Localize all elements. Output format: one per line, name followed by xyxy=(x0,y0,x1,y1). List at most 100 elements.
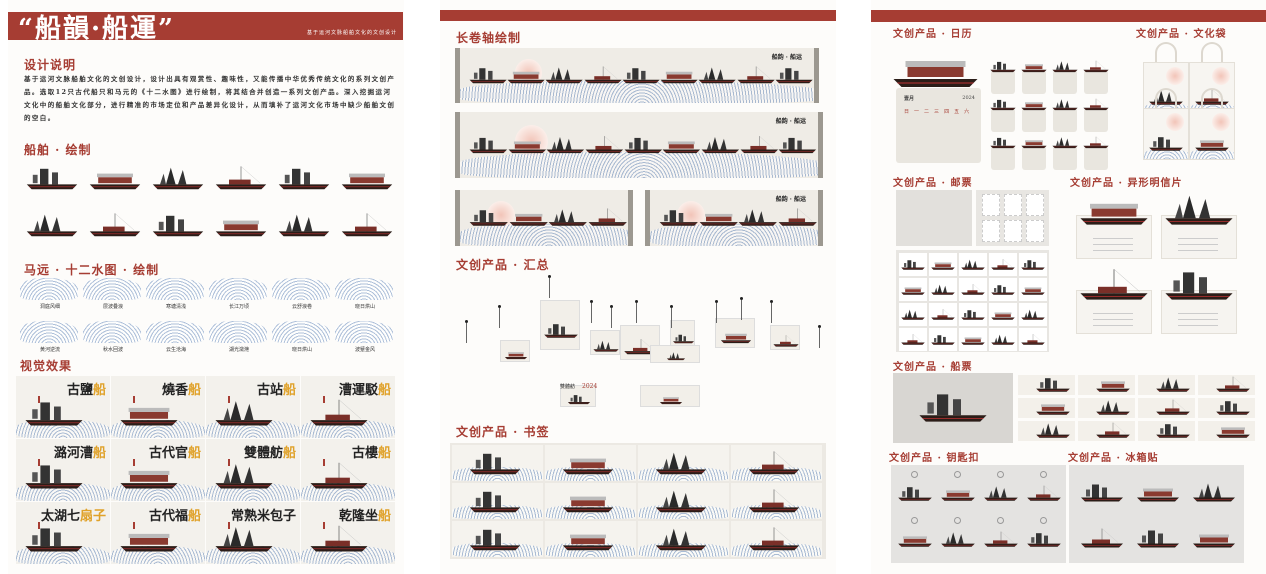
boat-illustration xyxy=(1152,375,1194,395)
design-heading: 设计说明 xyxy=(24,58,77,72)
wave-pattern xyxy=(20,321,78,343)
mini-calendar xyxy=(991,70,1015,94)
postcard-heading: 文创产品 · 异形明信片 xyxy=(1070,178,1183,189)
stamp xyxy=(1019,278,1047,301)
wave-label: 黄河逆流 xyxy=(39,347,60,353)
boat-illustration xyxy=(913,383,993,433)
address-line xyxy=(1178,250,1218,251)
address-line xyxy=(1093,319,1133,320)
seal-mark xyxy=(228,396,230,403)
boat-illustration xyxy=(1081,58,1111,76)
boat-illustration xyxy=(671,330,694,348)
red-sun xyxy=(1166,113,1184,131)
boat-illustration xyxy=(1019,330,1047,350)
boat-illustration xyxy=(1081,134,1111,152)
boat-illustration xyxy=(1212,375,1254,395)
boat-illustration xyxy=(959,280,987,300)
boat-illustration xyxy=(1092,375,1134,395)
red-sun xyxy=(1166,67,1184,85)
stamp xyxy=(959,328,987,351)
boat-illustration xyxy=(460,525,530,555)
stamp xyxy=(1019,253,1047,276)
boat-name-suffix: 船 xyxy=(282,383,296,398)
product-item xyxy=(560,385,596,407)
boat-illustration xyxy=(899,330,927,350)
wave-pattern xyxy=(83,321,141,343)
address-line xyxy=(1093,238,1133,239)
key-ring xyxy=(911,517,918,524)
wave-pattern xyxy=(1144,149,1188,159)
boat-illustration xyxy=(582,129,627,162)
boat-ticket xyxy=(1198,398,1255,418)
stamp xyxy=(1026,220,1044,242)
scroll-title: 船韵 · 船运 xyxy=(775,196,806,203)
boat-ticket xyxy=(1018,375,1075,395)
stamp xyxy=(929,253,957,276)
bag-handle xyxy=(1201,42,1223,68)
seal-mark xyxy=(323,522,325,529)
boat-illustration xyxy=(20,457,88,497)
stamp xyxy=(929,303,957,326)
wave-label: 层波叠浪 xyxy=(102,304,123,310)
bookmark xyxy=(545,483,636,519)
callout-line xyxy=(819,328,820,348)
wave-pattern xyxy=(650,223,818,246)
boat-illustration xyxy=(619,62,663,90)
boat-illustration xyxy=(1074,264,1154,308)
boat-name: 古代官船 xyxy=(149,442,201,461)
address-line xyxy=(1093,250,1133,251)
wave-label: 晓日烘山 xyxy=(354,304,375,310)
visual-card: 潞河漕船 xyxy=(16,439,110,501)
callout-line xyxy=(741,300,742,320)
stamp xyxy=(982,194,1000,216)
product-item xyxy=(715,318,755,348)
address-line xyxy=(1178,244,1218,245)
ticket-heading: 文创产品 · 船票 xyxy=(893,362,973,373)
boat-illustration xyxy=(775,204,819,232)
boat-illustration xyxy=(1019,255,1047,275)
boat-name: 潞河漕船 xyxy=(54,442,106,461)
boat-illustration xyxy=(505,129,550,162)
boat-ticket xyxy=(1018,398,1075,418)
bookmark-sheet xyxy=(450,443,826,559)
visual-card: 古站船 xyxy=(206,376,300,438)
boat-name-text: 古樓 xyxy=(351,446,378,461)
boat-illustration xyxy=(581,62,625,90)
boat-name-suffix: 船 xyxy=(92,383,106,398)
bag-handle xyxy=(1155,42,1177,68)
boats-heading: 船舶 · 绘制 xyxy=(24,143,92,157)
boat-illustration xyxy=(337,205,397,247)
boat-illustration xyxy=(1189,521,1239,557)
bookmark xyxy=(545,445,636,481)
mini-calendar xyxy=(1022,146,1046,170)
bag-heading: 文创产品 · 文化袋 xyxy=(1136,29,1227,40)
mini-calendar xyxy=(1053,70,1077,94)
scroll-title: 船韵 · 船运 xyxy=(771,54,802,61)
boat-ticket xyxy=(1198,375,1255,395)
callout-dot xyxy=(818,325,821,328)
boat-illustration xyxy=(1019,280,1047,300)
boat-illustration xyxy=(772,62,814,90)
boat-illustration xyxy=(22,205,82,247)
seal-mark xyxy=(38,522,40,529)
stamp xyxy=(899,303,927,326)
boat-illustration xyxy=(1024,525,1064,555)
product-item xyxy=(500,340,530,362)
bookmark xyxy=(452,445,543,481)
boat-illustration xyxy=(1092,398,1134,418)
boat-illustration xyxy=(1189,475,1239,511)
boat-illustration xyxy=(656,204,702,232)
boat-name: 古站船 xyxy=(257,379,296,398)
boat-illustration xyxy=(561,393,595,406)
boat-illustration xyxy=(85,205,145,247)
boat-ticket xyxy=(1198,421,1255,441)
callout-dot xyxy=(715,300,718,303)
boat-name: 古鹽船 xyxy=(67,379,106,398)
magnet-sheet xyxy=(1069,465,1244,563)
boat-name-text: 古站 xyxy=(256,383,283,398)
boat-illustration xyxy=(542,62,586,90)
boat-illustration xyxy=(1159,264,1239,308)
stamp xyxy=(989,253,1017,276)
boat-name-suffix: 船 xyxy=(377,446,391,461)
boat-illustration xyxy=(1159,189,1239,233)
